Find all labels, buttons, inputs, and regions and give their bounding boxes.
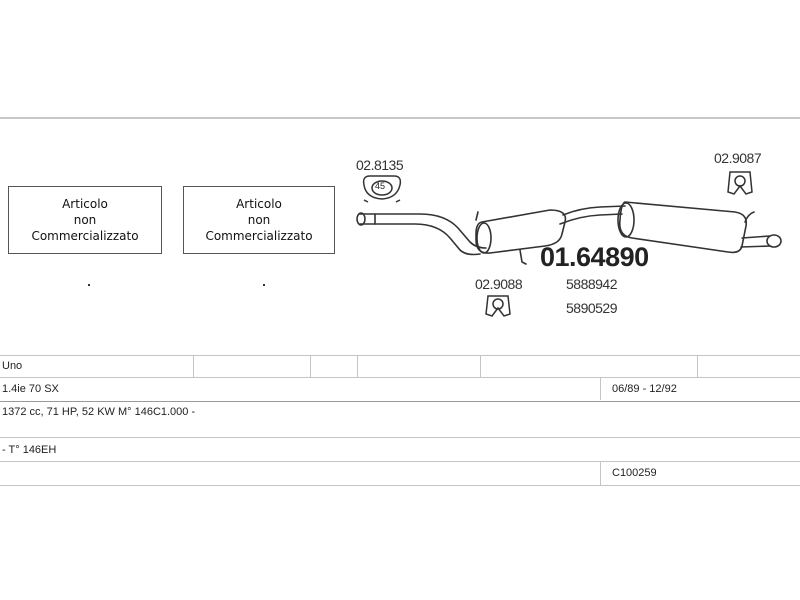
top-rule xyxy=(0,117,800,119)
not-sold-line-3: Commercializzato xyxy=(205,229,313,243)
placeholder-dot-2 xyxy=(263,284,265,286)
link-pipe xyxy=(562,205,626,216)
model-cell: Uno xyxy=(2,360,23,372)
tail-pipe-end xyxy=(766,234,782,248)
hanger-right-code: 02.9087 xyxy=(714,150,762,166)
exhaust-system-drawing xyxy=(356,171,782,317)
not-sold-line-1: Articolo xyxy=(62,197,108,211)
rear-silencer xyxy=(618,201,748,254)
oem-code-1: 5888942 xyxy=(566,276,618,292)
version-cell: 1.4ie 70 SX xyxy=(2,383,59,395)
placeholder-dot-1 xyxy=(88,284,90,286)
engine-cell: 1372 cc, 71 HP, 52 KW M° 146C1.000 - xyxy=(2,406,196,418)
table-row: Uno xyxy=(0,355,800,378)
table-row: 1.4ie 70 SX 06/89 - 12/92 xyxy=(0,377,800,400)
not-sold-line-1: Articolo xyxy=(236,197,282,211)
main-part-code: 01.64890 xyxy=(540,242,649,272)
type-cell: - T° 146EH xyxy=(2,444,57,456)
dates-cell: 06/89 - 12/92 xyxy=(612,383,677,395)
hanger-bottom-icon xyxy=(485,295,511,317)
not-sold-line-2: non xyxy=(247,213,271,227)
middle-silencer xyxy=(475,209,567,254)
hanger-bottom-code: 02.9088 xyxy=(475,276,523,292)
table-bottom-rule xyxy=(0,485,800,486)
not-sold-box-2: Articolo non Commercializzato xyxy=(183,186,335,254)
table-row: 1372 cc, 71 HP, 52 KW M° 146C1.000 - xyxy=(0,401,800,424)
front-pipe xyxy=(359,213,487,249)
hanger-top-code: 02.8135 xyxy=(356,157,404,173)
not-sold-box-1: Articolo non Commercializzato xyxy=(8,186,162,254)
table-row: - T° 146EH xyxy=(0,437,800,460)
front-pipe-lower xyxy=(359,223,481,256)
tail-pipe xyxy=(741,235,771,239)
not-sold-line-2: non xyxy=(73,213,97,227)
not-sold-line-3: Commercializzato xyxy=(31,229,139,243)
hanger-top-badge: 45 xyxy=(375,181,386,191)
oem-code-2: 5890529 xyxy=(566,300,618,316)
hanger-top-icon xyxy=(362,175,402,203)
hanger-right-icon xyxy=(727,171,753,195)
table-row: C100259 xyxy=(0,461,800,486)
front-flange xyxy=(356,212,366,226)
reference-cell: C100259 xyxy=(612,467,657,479)
